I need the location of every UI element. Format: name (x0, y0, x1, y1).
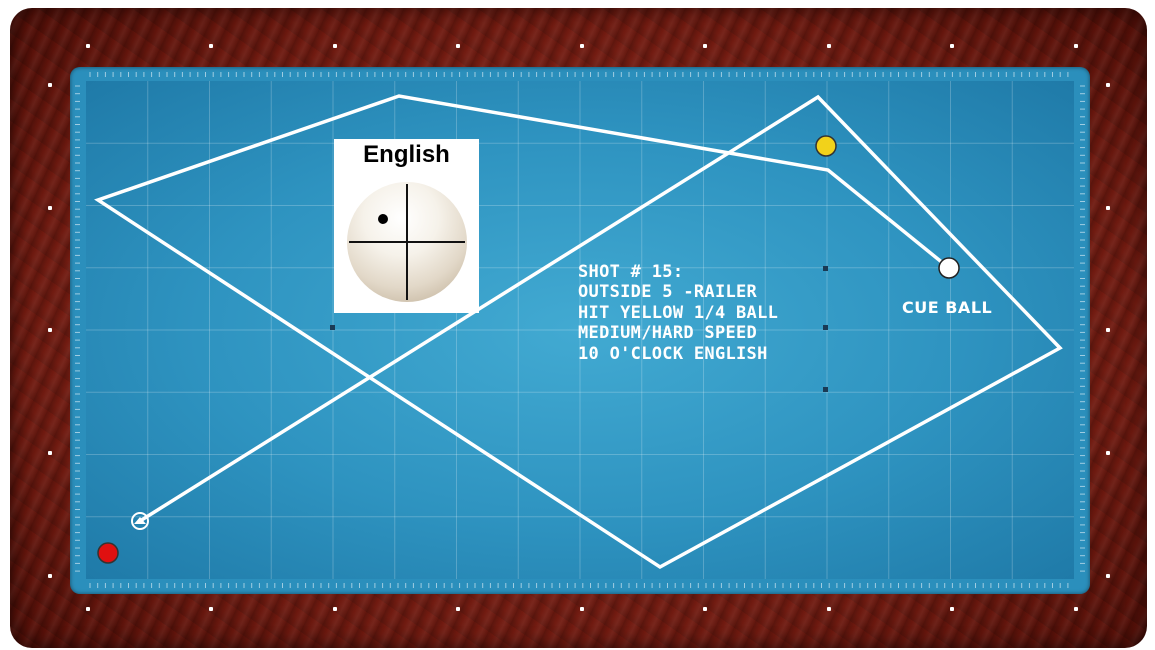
red-ball (98, 543, 118, 563)
shot-line: OUTSIDE 5 -RAILER (578, 282, 778, 302)
shot-line: 10 O'CLOCK ENGLISH (578, 344, 778, 364)
cue-ball-label: CUE BALL (902, 298, 992, 317)
reference-mark (823, 266, 828, 271)
english-ball-icon (347, 182, 467, 302)
cue-ball (939, 258, 959, 278)
crosshair-vertical (406, 184, 408, 300)
shot-line: HIT YELLOW 1/4 BALL (578, 303, 778, 323)
shot-description: SHOT # 15: OUTSIDE 5 -RAILER HIT YELLOW … (578, 262, 778, 364)
english-title: English (334, 141, 479, 169)
reference-mark (823, 325, 828, 330)
english-diagram: English (334, 139, 479, 313)
shot-line: MEDIUM/HARD SPEED (578, 323, 778, 343)
ghost-ball-icon (132, 513, 148, 529)
english-contact-point (378, 214, 388, 224)
shot-line: SHOT # 15: (578, 262, 778, 282)
reference-mark (330, 325, 335, 330)
yellow-ball (816, 136, 836, 156)
reference-mark (823, 387, 828, 392)
